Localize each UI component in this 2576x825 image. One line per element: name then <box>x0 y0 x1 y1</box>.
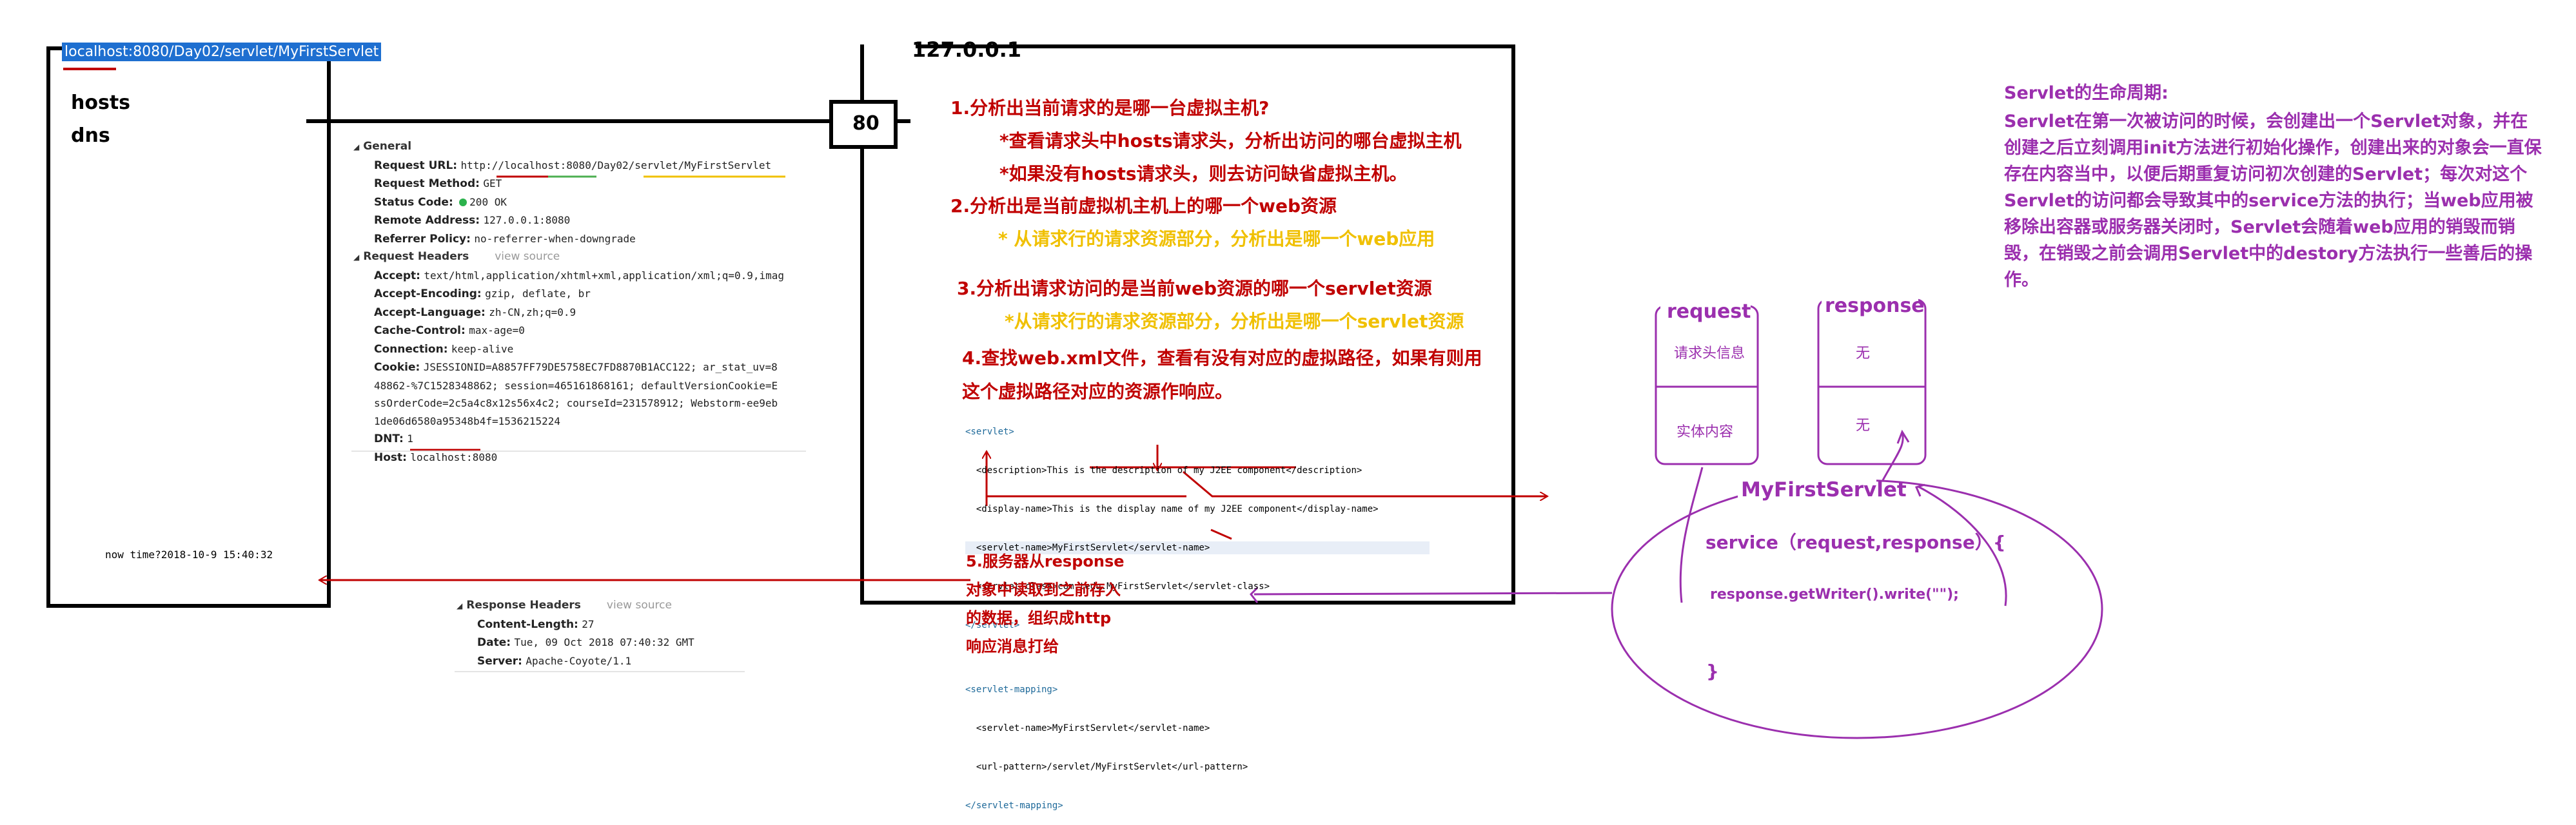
general-row: Status Code: 200 OK <box>374 195 507 209</box>
cookie-continuation: ssOrderCode=2c5a4c8x12s56x4c2; courseId=… <box>374 397 778 409</box>
dns-label: dns <box>71 124 110 147</box>
response-header-row: Date: Tue, 09 Oct 2018 07:40:32 GMT <box>477 636 694 649</box>
servlet-ellipse <box>1611 479 2103 739</box>
browser-url[interactable]: localhost:8080/Day02/servlet/MyFirstServ… <box>62 43 382 61</box>
xml-line: </servlet-mapping> <box>965 801 1063 811</box>
port-box <box>829 100 898 149</box>
cookie-continuation: 48862-%7C1528348862; session=46516186816… <box>374 379 778 392</box>
xml-line: <display-name>This is the display name o… <box>965 504 1379 514</box>
xml-line: <servlet-name>MyFirstServlet</servlet-na… <box>965 723 1210 733</box>
xml-line: <description>This is the description of … <box>965 465 1362 476</box>
view-source-link[interactable]: view source <box>495 250 560 263</box>
general-row: Request Method: GET <box>374 177 502 190</box>
header-row: Cache-Control: max-age=0 <box>374 324 525 337</box>
header-row: Accept-Encoding: gzip, deflate, br <box>374 287 591 300</box>
webxml-snippet: <servlet> <description>This is the descr… <box>965 400 1430 825</box>
response-body-empty: 无 <box>1856 418 1871 434</box>
response-header-empty: 无 <box>1856 345 1871 362</box>
step-1: 1.分析出当前请求的是哪一台虚拟主机? <box>950 97 1270 119</box>
header-row: Accept-Language: zh-CN,zh;q=0.9 <box>374 306 576 319</box>
header-row: Accept: text/html,application/xhtml+xml,… <box>374 269 785 282</box>
header-row: Host: localhost:8080 <box>374 451 498 464</box>
request-devtools-panel: ◢General Request URL: http://localhost:8… <box>353 138 805 467</box>
response-object-title: response <box>1825 295 1925 317</box>
step-1a: *查看请求头中hosts请求头，分析出访问的哪台虚拟主机 <box>999 130 1462 151</box>
general-row: Remote Address: 127.0.0.1:8080 <box>374 214 571 227</box>
step-2a: * 从请求行的请求资源部分，分析出是哪一个web应用 <box>998 228 1435 249</box>
general-row: Request URL: http://localhost:8080/Day02… <box>374 159 772 172</box>
step-1b: *如果没有hosts请求头，则去访问缺省虚拟主机。 <box>999 163 1408 184</box>
servlet-title: MyFirstServlet <box>1741 478 1907 501</box>
step-3a: *从请求行的请求资源部分，分析出是哪一个servlet资源 <box>1005 311 1464 332</box>
hosts-label: hosts <box>71 92 131 114</box>
step-4b: 这个虚拟路径对应的资源作响应。 <box>962 381 1234 402</box>
general-row: Referrer Policy: no-referrer-when-downgr… <box>374 232 636 246</box>
server-ip: 127.0.0.1 <box>912 37 1022 62</box>
response-object-box <box>1817 298 1927 465</box>
response-header-row: Content-Length: 27 <box>477 617 595 631</box>
request-object-title: request <box>1667 300 1751 323</box>
lifecycle-text: Servlet在第一次被访问的时候，会创建出一个Servlet对象，并在创建之后… <box>2004 112 2542 290</box>
request-body-content: 实体内容 <box>1676 424 1734 440</box>
xml-line: <servlet-name>MyFirstServlet</servlet-na… <box>965 541 1430 554</box>
step-4a: 4.查找web.xml文件，查看有没有对应的虚拟路径，如果有则用 <box>962 347 1482 369</box>
request-header-info: 请求头信息 <box>1674 345 1745 362</box>
now-time-text: now time?2018-10-9 15:40:32 <box>105 548 273 561</box>
response-header-row: Server: Apache-Coyote/1.1 <box>477 654 632 668</box>
step-2: 2.分析出是当前虚拟机主机上的哪一个web资源 <box>950 195 1337 217</box>
server-box <box>860 44 1515 605</box>
step-5d: 响应消息打给 <box>966 637 1059 655</box>
view-source-link[interactable]: view source <box>606 599 672 612</box>
header-row: Cookie: JSESSIONID=A8857FF79DE5758EC7FD8… <box>374 361 778 374</box>
cookie-continuation: 1de06d6580a95348b4f=1536215224 <box>374 414 560 427</box>
xml-line: <servlet-class>com.tedu.MyFirstServlet</… <box>965 581 1270 592</box>
lifecycle-title: Servlet的生命周期: <box>2004 83 2168 103</box>
service-body: response.getWriter().write(""); <box>1710 587 1959 603</box>
port-label: 80 <box>852 112 880 135</box>
step-5a: 5.服务器从response <box>966 552 1125 570</box>
service-signature: service（request,response）{ <box>1706 532 2006 553</box>
step-5c: 的数据，组织成http <box>966 609 1112 627</box>
service-close-brace: } <box>1706 661 1719 682</box>
step-5b: 对象中读取到之前存入 <box>966 581 1121 599</box>
step-3: 3.分析出请求访问的是当前web资源的哪一个servlet资源 <box>957 278 1432 299</box>
xml-line: <servlet-mapping> <box>965 684 1058 695</box>
xml-line: <url-pattern>/servlet/MyFirstServlet</ur… <box>965 762 1248 772</box>
xml-line: </servlet> <box>965 620 1020 630</box>
status-ok-icon <box>459 198 467 206</box>
header-row: DNT: 1 <box>374 432 413 445</box>
general-section-title[interactable]: ◢General <box>353 140 412 153</box>
header-row: Connection: keep-alive <box>374 342 514 356</box>
xml-line: <servlet> <box>965 427 1014 437</box>
